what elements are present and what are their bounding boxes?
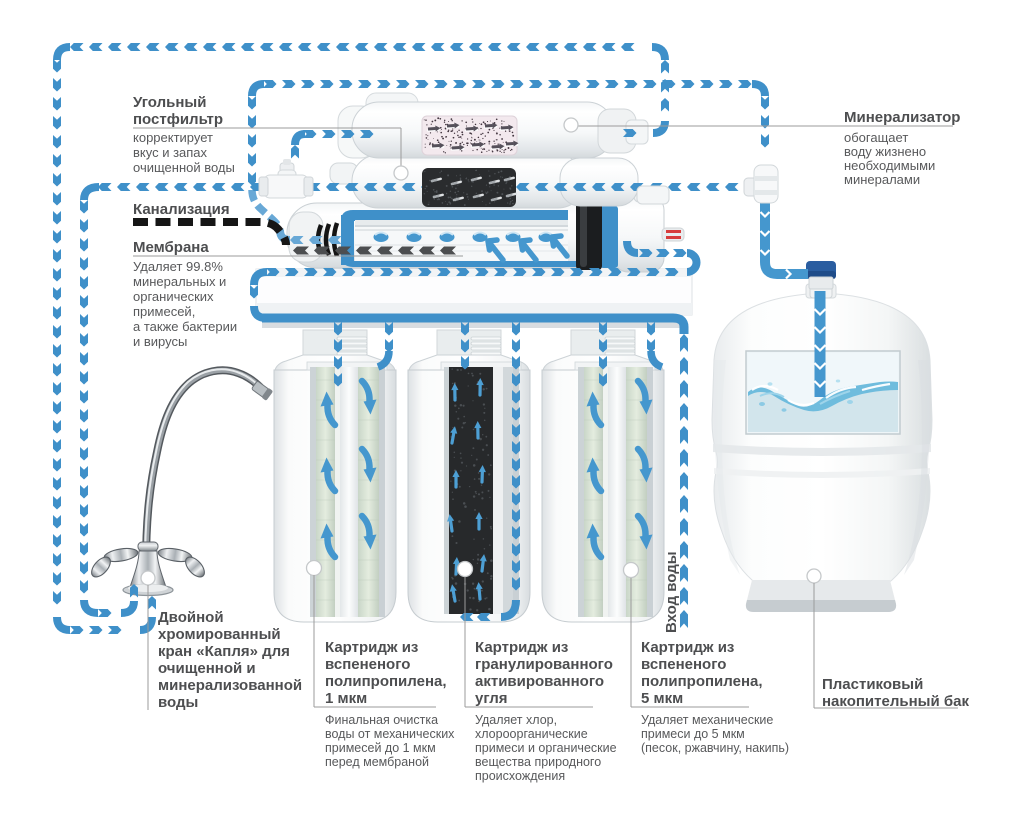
svg-text:постфильтр: постфильтр — [133, 111, 223, 128]
svg-text:перед мембраной: перед мембраной — [325, 755, 429, 769]
svg-text:1 мкм: 1 мкм — [325, 690, 367, 707]
svg-text:воды от механических: воды от механических — [325, 727, 455, 741]
svg-text:очищенной и: очищенной и — [158, 660, 256, 677]
svg-text:полипропилена,: полипропилена, — [325, 673, 447, 690]
svg-text:необходимыми: необходимыми — [844, 158, 935, 173]
svg-text:вспененого: вспененого — [325, 656, 410, 673]
svg-text:примесей,: примесей, — [133, 304, 195, 319]
svg-text:активированного: активированного — [475, 673, 604, 690]
svg-text:гранулированного: гранулированного — [475, 656, 613, 673]
svg-text:обогащает: обогащает — [844, 130, 908, 145]
svg-text:угля: угля — [475, 690, 508, 707]
svg-text:воду жизнено: воду жизнено — [844, 144, 926, 159]
svg-text:накопительный бак: накопительный бак — [822, 693, 969, 710]
svg-text:Картридж из: Картридж из — [641, 639, 734, 656]
svg-text:Мембрана: Мембрана — [133, 239, 209, 256]
svg-text:вкус и запах: вкус и запах — [133, 145, 208, 160]
svg-text:Двойной: Двойной — [158, 609, 224, 626]
svg-text:Минерализатор: Минерализатор — [844, 109, 960, 126]
svg-text:а также бактерии: а также бактерии — [133, 319, 237, 334]
svg-text:минералами: минералами — [844, 172, 920, 187]
svg-text:происхождения: происхождения — [475, 769, 565, 783]
svg-text:5 мкм: 5 мкм — [641, 690, 683, 707]
svg-text:Пластиковый: Пластиковый — [822, 676, 923, 693]
svg-text:очищенной воды: очищенной воды — [133, 160, 235, 175]
svg-text:минеральных и: минеральных и — [133, 274, 226, 289]
svg-text:минерализованной: минерализованной — [158, 677, 302, 694]
svg-text:Картридж из: Картридж из — [325, 639, 418, 656]
svg-text:Финальная очистка: Финальная очистка — [325, 713, 438, 727]
svg-text:хромированный: хромированный — [158, 626, 281, 643]
svg-text:Угольный: Угольный — [133, 94, 206, 111]
svg-text:корректирует: корректирует — [133, 130, 213, 145]
svg-text:полипропилена,: полипропилена, — [641, 673, 763, 690]
svg-text:вещества природного: вещества природного — [475, 755, 601, 769]
svg-text:примеси до 5 мкм: примеси до 5 мкм — [641, 727, 745, 741]
svg-text:Удаляет механические: Удаляет механические — [641, 713, 773, 727]
svg-text:кран «Капля» для: кран «Капля» для — [158, 643, 290, 660]
svg-text:и вирусы: и вирусы — [133, 334, 187, 349]
svg-text:Удаляет 99.8%: Удаляет 99.8% — [133, 259, 223, 274]
svg-text:Вход воды: Вход воды — [663, 551, 680, 633]
svg-text:примесей до 1 мкм: примесей до 1 мкм — [325, 741, 436, 755]
svg-text:примеси и органические: примеси и органические — [475, 741, 617, 755]
svg-text:хлороорганические: хлороорганические — [475, 727, 588, 741]
svg-text:(песок, ржавчину, накипь): (песок, ржавчину, накипь) — [641, 741, 789, 755]
svg-text:Картридж из: Картридж из — [475, 639, 568, 656]
svg-text:вспененого: вспененого — [641, 656, 726, 673]
svg-text:органических: органических — [133, 289, 214, 304]
svg-text:Канализация: Канализация — [133, 201, 230, 218]
svg-text:воды: воды — [158, 694, 198, 711]
svg-text:Удаляет хлор,: Удаляет хлор, — [475, 713, 557, 727]
